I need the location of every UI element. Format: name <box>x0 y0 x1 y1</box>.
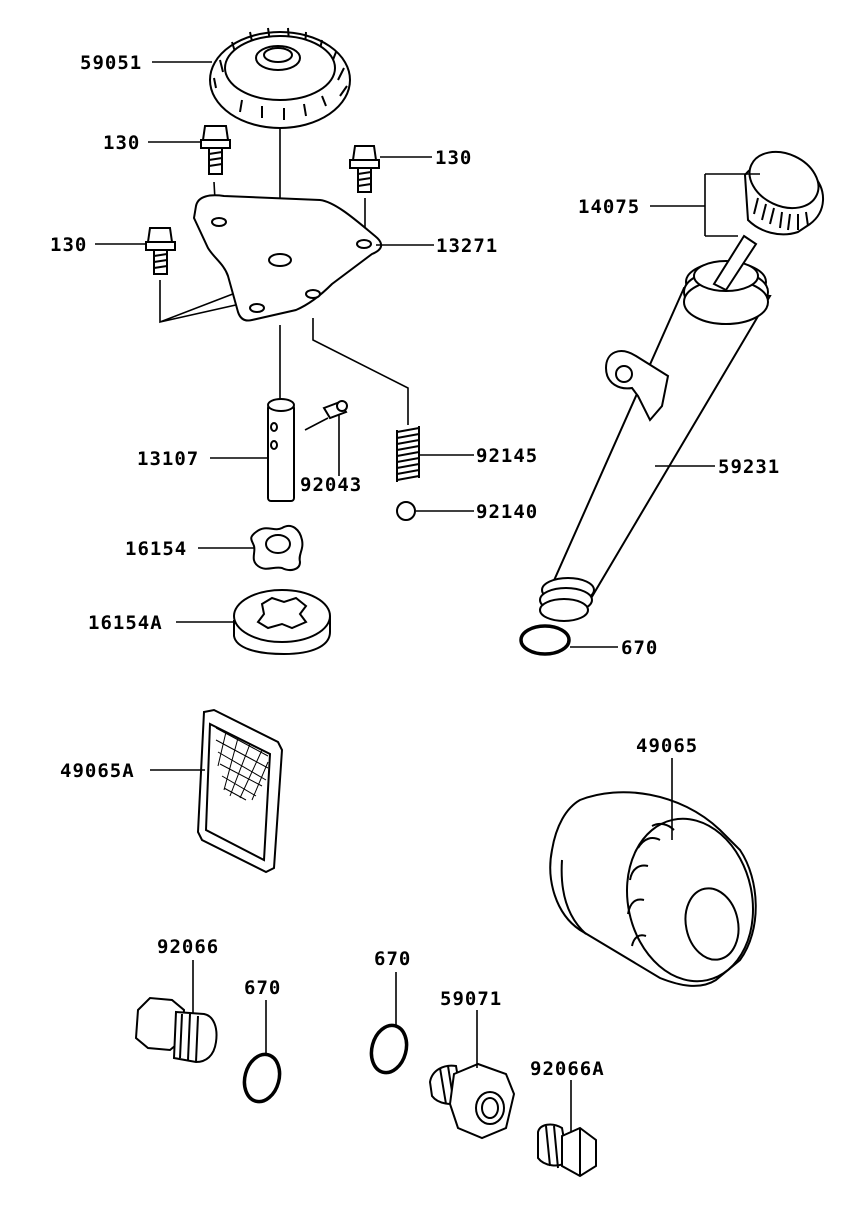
oring-center-part[interactable] <box>366 1021 411 1076</box>
label-cover: 13271 <box>436 235 498 257</box>
label-bolt-top: 130 <box>103 132 140 154</box>
bolt-left-part[interactable] <box>145 227 176 275</box>
label-oring-center: 670 <box>374 948 411 970</box>
label-tube-oring: 670 <box>621 637 658 659</box>
label-ball: 92140 <box>476 501 538 523</box>
oil-filter-part[interactable] <box>549 791 767 993</box>
inner-rotor-part[interactable] <box>250 524 304 571</box>
strainer-part[interactable] <box>196 708 284 874</box>
oring-left-part[interactable] <box>239 1050 284 1105</box>
label-bolt-left: 130 <box>50 234 87 256</box>
plug-left-part[interactable] <box>134 996 218 1064</box>
label-oil-filter: 49065 <box>636 735 698 757</box>
bolt-right-part[interactable] <box>349 145 380 193</box>
pin-part[interactable] <box>322 400 348 420</box>
label-plug-left: 92066 <box>157 936 219 958</box>
ball-part[interactable] <box>396 501 416 521</box>
label-cap: 14075 <box>578 196 640 218</box>
leader-pin <box>304 414 340 476</box>
label-pin: 92043 <box>300 474 362 496</box>
leader-cap <box>650 173 760 237</box>
shaft-part[interactable] <box>267 398 295 502</box>
label-shaft: 13107 <box>137 448 199 470</box>
label-inner-rotor: 16154 <box>125 538 187 560</box>
tube-oring-part[interactable] <box>519 624 571 656</box>
dipstick-cap-part[interactable] <box>712 141 828 292</box>
label-plug-right: 92066A <box>530 1058 605 1080</box>
spring-part[interactable] <box>396 426 420 482</box>
outer-rotor-part[interactable] <box>233 589 331 656</box>
dipstick-tube-part[interactable] <box>539 260 772 622</box>
label-tube: 59231 <box>718 456 780 478</box>
label-gear: 59051 <box>80 52 142 74</box>
label-fitting: 59071 <box>440 988 502 1010</box>
cover-plate-part[interactable] <box>192 194 383 322</box>
plug-right-part[interactable] <box>537 1123 597 1178</box>
fitting-part[interactable] <box>428 1062 516 1140</box>
label-outer-rotor: 16154A <box>88 612 163 634</box>
gear-part[interactable] <box>209 27 351 129</box>
label-spring: 92145 <box>476 445 538 467</box>
label-bolt-right: 130 <box>435 147 472 169</box>
label-strainer: 49065A <box>60 760 135 782</box>
label-oring-left: 670 <box>244 977 281 999</box>
bolt-top-part[interactable] <box>200 125 231 175</box>
